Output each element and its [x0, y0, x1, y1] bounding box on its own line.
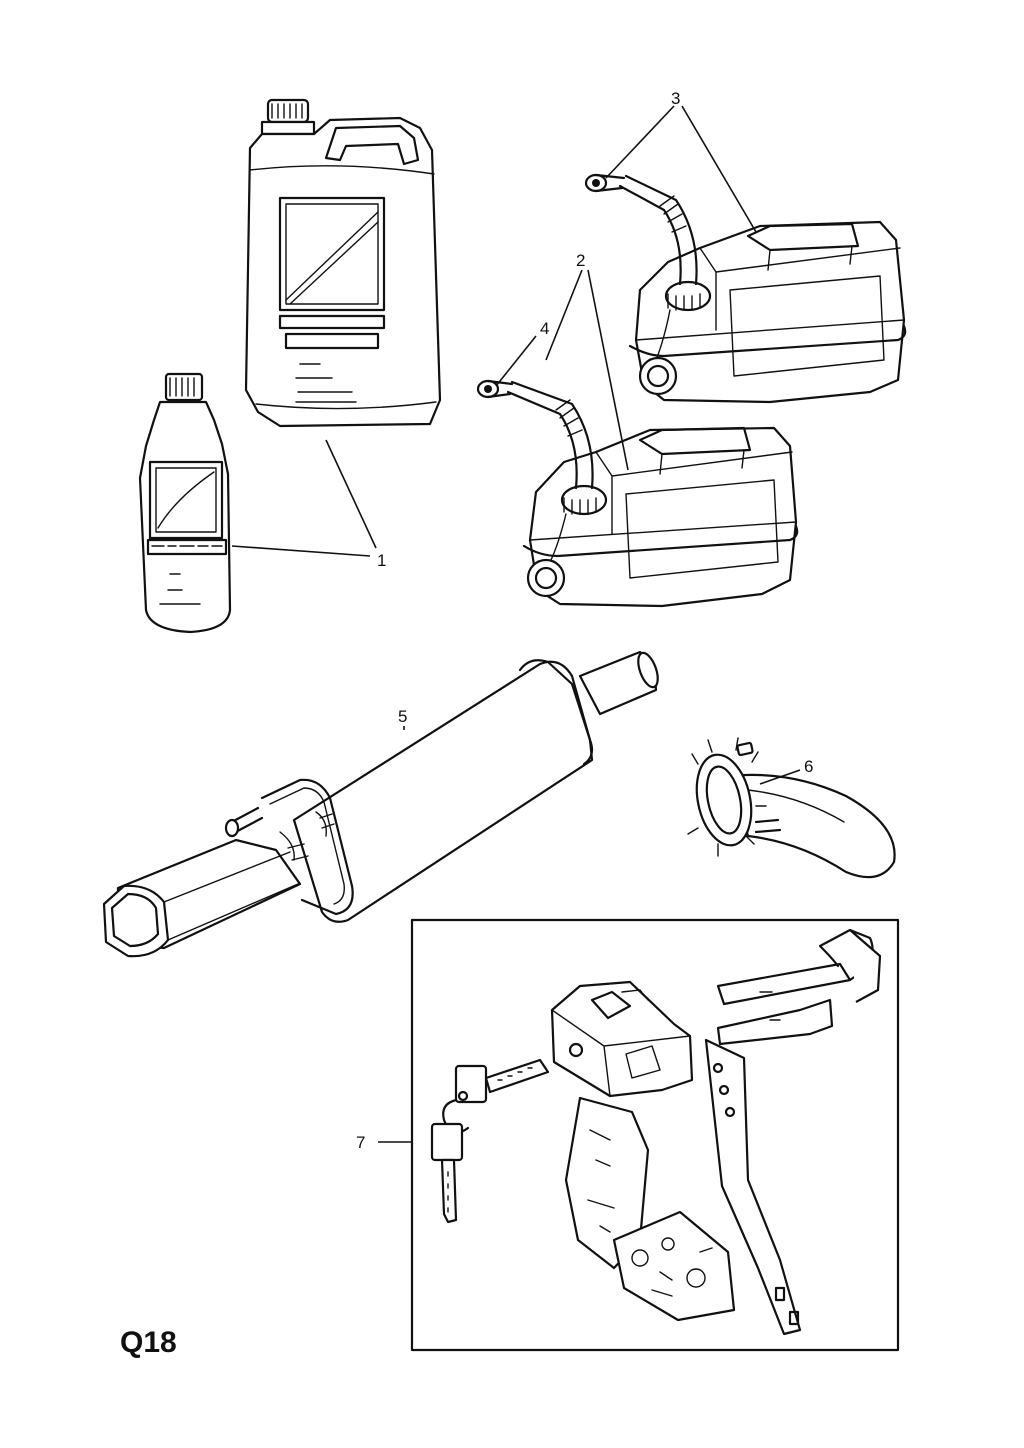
oil-bottle-small: [138, 372, 232, 634]
rear-silencer: [102, 650, 659, 958]
mounting-bracket: [704, 1038, 802, 1336]
exhaust-pipe-extension: [687, 737, 896, 879]
callout-2: 2: [576, 251, 585, 270]
callout-7: 7: [356, 1133, 365, 1152]
callout-1: 1: [377, 551, 386, 570]
callout-5: 5: [398, 707, 407, 726]
pedal-clamp-bar: [716, 928, 882, 1046]
fitting-instructions-pack: [564, 1096, 736, 1322]
oil-canister-large: [244, 98, 442, 428]
key-set: [430, 1058, 550, 1224]
fuel-jerry-can-lower: [476, 379, 799, 608]
callout-4: 4: [540, 319, 549, 338]
fuel-jerry-can-upper: [584, 173, 907, 404]
callout-labels: 1 2 3 4 5 6 7: [356, 89, 813, 1152]
callout-6: 6: [804, 757, 813, 776]
callout-3: 3: [671, 89, 680, 108]
sheet-code: Q18: [120, 1326, 177, 1359]
kit-box-frame: [410, 918, 900, 1352]
leader-lines: [231, 105, 801, 1143]
lock-housing: [550, 980, 694, 1098]
